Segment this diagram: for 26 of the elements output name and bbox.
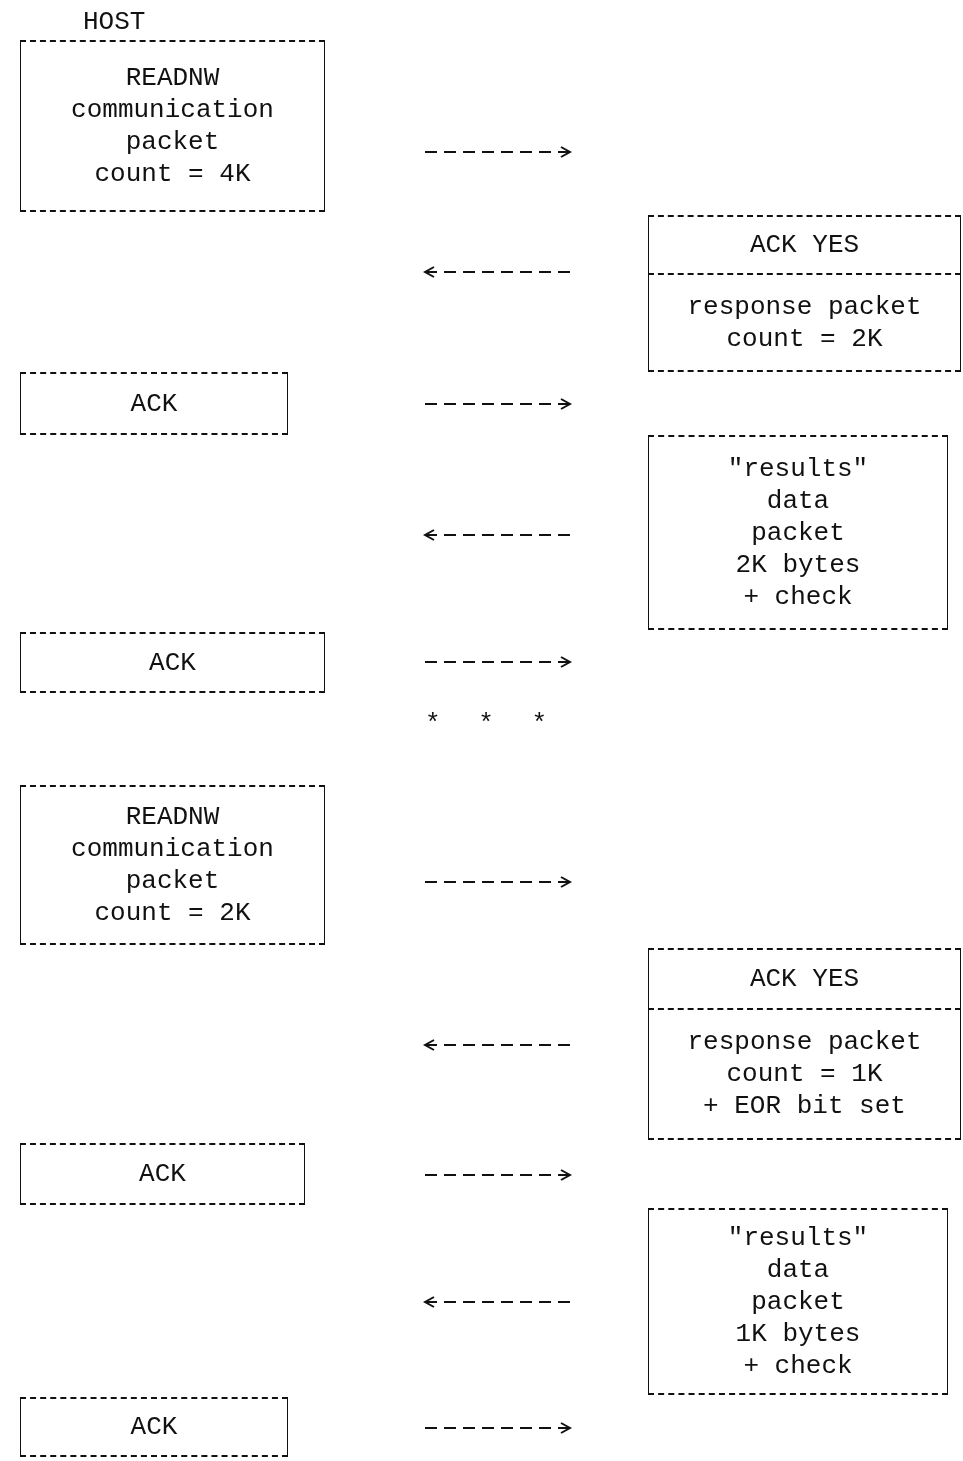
- packet-box: [648, 1208, 948, 1395]
- packet-text: ACK YES: [749, 963, 860, 995]
- packet-text: ACK: [149, 646, 196, 679]
- packet-text: "results" data packet 2K bytes + check: [727, 452, 869, 613]
- packet-text: ACK: [139, 1158, 186, 1190]
- packet-text: READNW communication packet count = 2K: [71, 801, 274, 929]
- packet-box: [20, 40, 325, 212]
- packet-box: [20, 632, 325, 693]
- packet-text: ACK YES: [749, 229, 860, 261]
- column-heading: HOST: [83, 6, 146, 38]
- packet-text: response packet count = 1K + EOR bit set: [687, 1026, 922, 1122]
- packet-box: [648, 1008, 961, 1140]
- packet-box: [20, 1397, 288, 1457]
- packet-text: response packet count = 2K: [687, 290, 922, 355]
- packet-box: [648, 215, 961, 275]
- packet-box: [20, 785, 325, 945]
- packet-text: READNW communication packet count = 4K: [71, 62, 274, 190]
- packet-box: [20, 1143, 305, 1205]
- packet-text: "results" data packet 1K bytes + check: [727, 1221, 869, 1382]
- packet-box: [648, 273, 961, 372]
- packet-box: [20, 372, 288, 435]
- ellipsis-mark: * * *: [425, 708, 547, 740]
- packet-text: ACK: [130, 1411, 178, 1443]
- packet-box: [648, 435, 948, 630]
- packet-box: [648, 948, 961, 1010]
- packet-text: ACK: [130, 387, 178, 420]
